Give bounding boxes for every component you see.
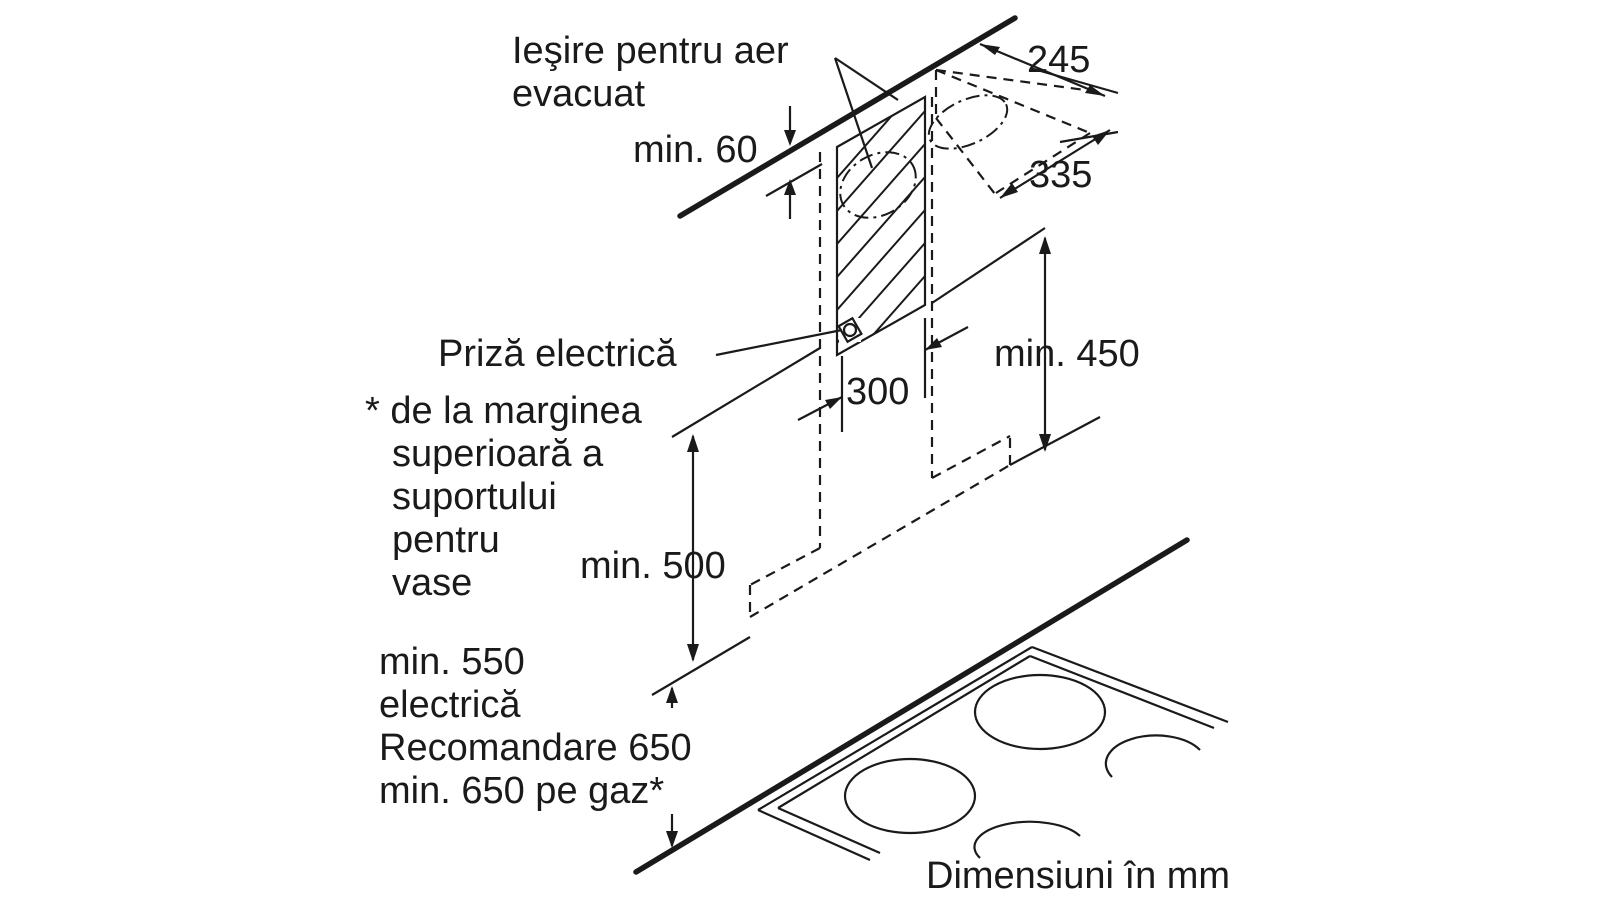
dimension-hob-clearance: min. 550 electrică Recomandare 650 min. … — [379, 641, 692, 848]
min-500-label: min. 500 — [580, 545, 726, 587]
dimension-min-60: min. 60 — [633, 106, 823, 219]
exhaust-outlet-callout: Ieşire pentru aer evacuat — [512, 30, 899, 169]
units-label: Dimensiuni în mm — [926, 855, 1230, 897]
power-socket-icon — [837, 316, 863, 344]
hood-outline — [748, 435, 1012, 618]
dim-335-label: 335 — [1029, 154, 1092, 196]
burner-front-left — [843, 757, 977, 835]
dimension-245: 245 — [979, 39, 1119, 98]
dim-245-label: 245 — [1027, 39, 1090, 81]
socket-label: Priză electrică — [438, 333, 677, 375]
hob-clearance-line3: Recomandare 650 — [379, 727, 692, 769]
ceiling-line — [677, 15, 1018, 219]
exhaust-outlet-label-line1: Ieşire pentru aer — [512, 30, 789, 72]
dimension-300: 300 — [797, 318, 969, 432]
socket-callout: Priză electrică — [438, 328, 843, 375]
hood-bottom-reference-line-left — [671, 347, 821, 438]
exhaust-outlet-label-line2: evacuat — [512, 73, 646, 115]
burner-front-right — [973, 820, 1081, 859]
footnote-line1: * de la marginea — [365, 390, 643, 432]
outlet-circles — [839, 94, 1009, 219]
min-450-label: min. 450 — [994, 333, 1140, 375]
dimension-min-500: min. 500 — [580, 434, 751, 696]
dimension-min-450: min. 450 — [994, 236, 1140, 466]
footnote-line3: suportului — [392, 476, 557, 518]
footnote-line4: pentru — [392, 519, 500, 561]
burner-back-left — [973, 673, 1107, 751]
cooktop — [757, 645, 1229, 862]
hob-clearance-line4: min. 650 pe gaz* — [379, 770, 664, 812]
dim-300-label: 300 — [846, 371, 909, 413]
hob-clearance-line1: min. 550 — [379, 641, 525, 683]
footnote: * de la marginea superioară a suportului… — [365, 390, 643, 604]
min-60-label: min. 60 — [633, 129, 758, 171]
hood-top-reference-line — [931, 227, 1046, 304]
dimension-335: 335 — [999, 129, 1119, 199]
footnote-line2: superioară a — [392, 433, 604, 475]
hob-clearance-line2: electrică — [379, 684, 521, 726]
chimney-outline — [818, 97, 934, 548]
duct-outline — [934, 68, 1101, 195]
burner-back-right — [1104, 734, 1201, 778]
footnote-line5: vase — [392, 562, 472, 604]
worktop-line — [633, 537, 1190, 875]
